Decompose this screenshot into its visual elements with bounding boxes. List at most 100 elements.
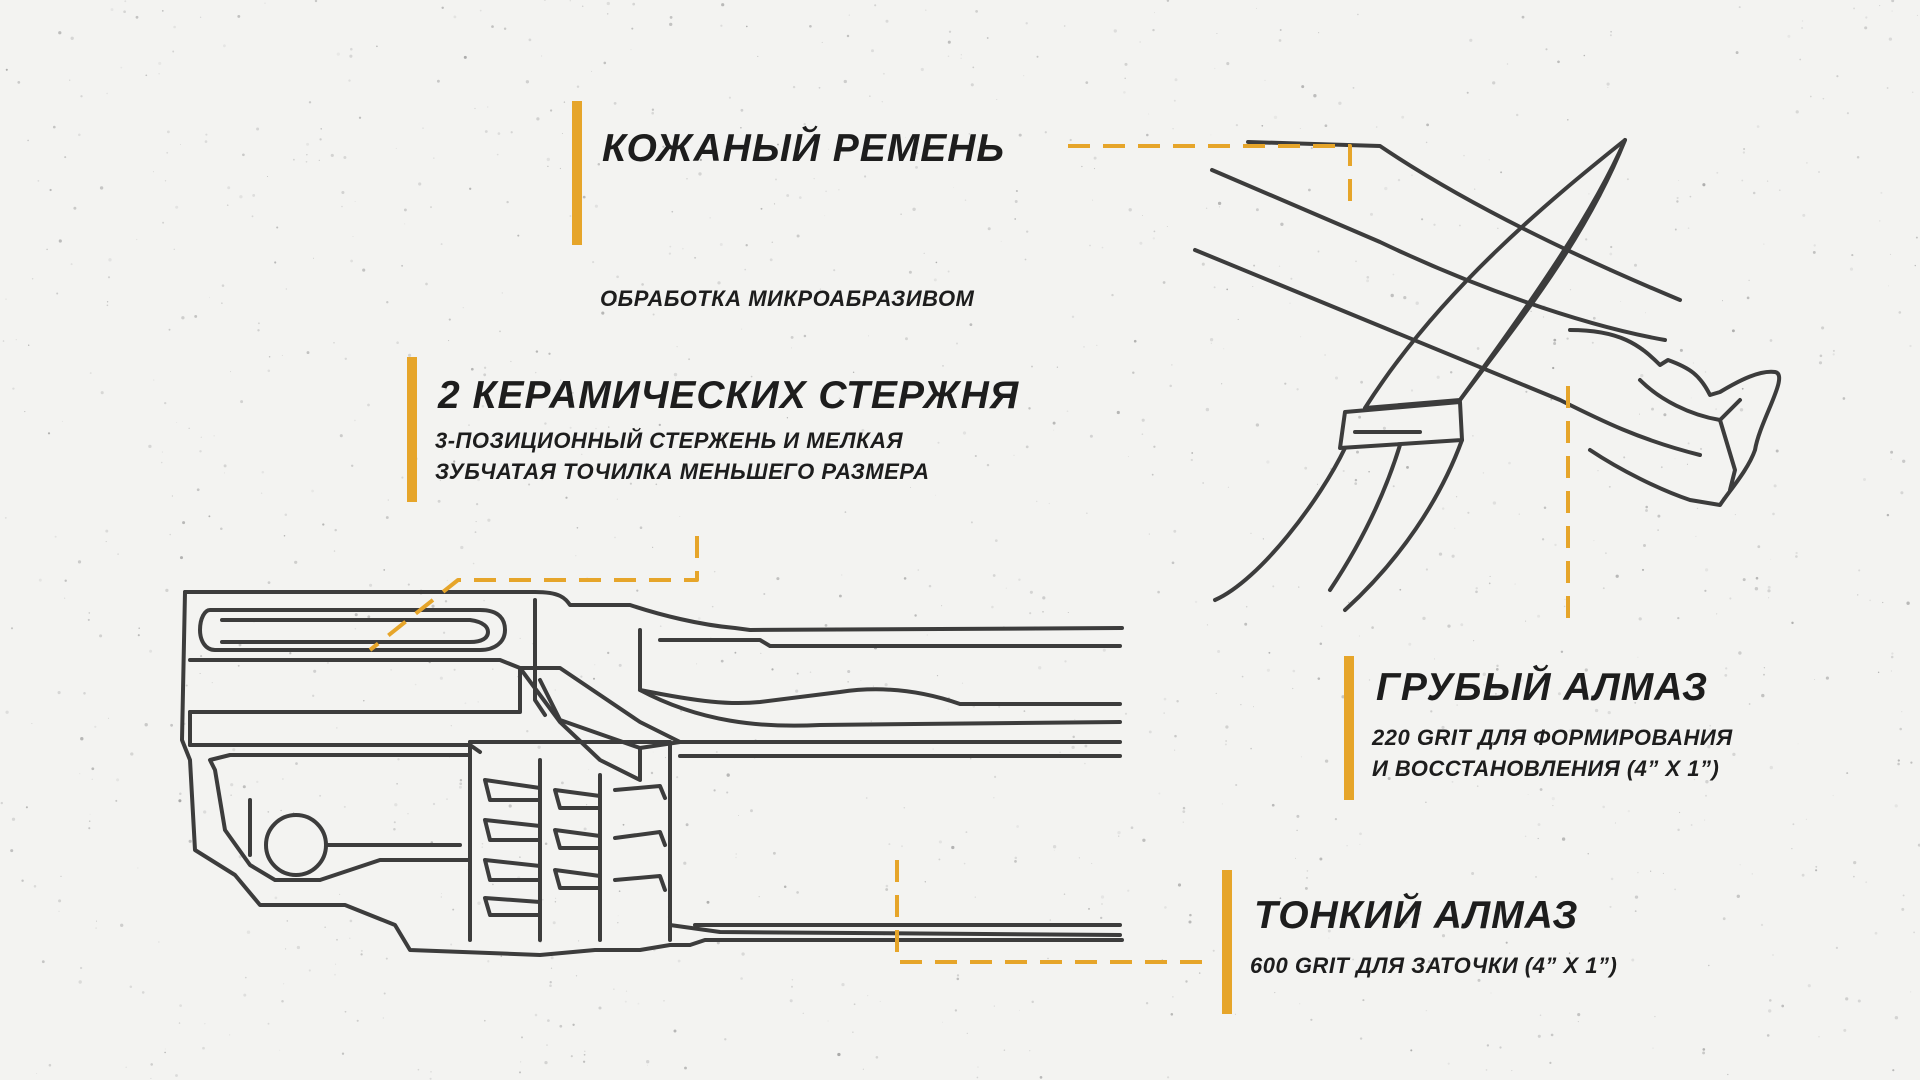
- speckle-dot: [528, 483, 531, 486]
- speckle-dot: [1133, 339, 1137, 343]
- speckle-dot: [969, 757, 972, 760]
- speckle-dot: [1802, 213, 1806, 217]
- speckle-dot: [73, 206, 77, 210]
- speckle-dot: [1218, 206, 1220, 208]
- speckle-dot: [721, 3, 725, 7]
- speckle-dot: [1708, 964, 1710, 967]
- speckle-dot: [1494, 692, 1497, 695]
- speckle-dot: [1245, 605, 1248, 608]
- speckle-dot: [617, 915, 619, 917]
- speckle-dot: [1172, 127, 1174, 130]
- speckle-dot: [1280, 222, 1284, 226]
- speckle-dot: [1185, 980, 1188, 983]
- speckle-dot: [1645, 505, 1648, 509]
- speckle-dot: [1064, 660, 1067, 663]
- speckle-dot: [637, 1002, 640, 1005]
- speckle-dot: [1500, 171, 1503, 174]
- speckle-dot: [185, 684, 188, 687]
- speckle-dot: [1359, 1037, 1363, 1040]
- speckle-dot: [1676, 200, 1679, 203]
- speckle-dot: [1191, 452, 1194, 454]
- speckle-dot: [1392, 485, 1395, 488]
- speckle-dot: [441, 448, 443, 450]
- speckle-dot: [993, 797, 995, 799]
- speckle-dot: [608, 426, 610, 428]
- speckle-dot: [341, 1052, 345, 1055]
- speckle-dot: [41, 960, 45, 964]
- speckle-dot: [356, 1019, 359, 1022]
- speckle-dot: [1014, 218, 1017, 220]
- speckle-dot: [833, 269, 836, 272]
- speckle-dot: [15, 339, 17, 341]
- speckle-dot: [105, 529, 109, 533]
- speckle-dot: [576, 527, 579, 529]
- speckle-dot: [968, 133, 971, 135]
- speckle-dot: [202, 1046, 205, 1050]
- speckle-dot: [1527, 793, 1529, 795]
- speckle-dot: [318, 159, 320, 162]
- speckle-dot: [306, 351, 310, 355]
- speckle-dot: [885, 19, 889, 23]
- speckle-dot: [175, 1074, 178, 1077]
- speckle-dot: [1334, 376, 1339, 380]
- speckle-dot: [828, 148, 830, 150]
- speckle-dot: [809, 671, 812, 673]
- speckle-dot: [1148, 533, 1150, 535]
- speckle-dot: [961, 682, 964, 684]
- speckle-dot: [226, 204, 229, 207]
- speckle-dot: [1637, 656, 1639, 658]
- speckle-dot: [1384, 186, 1388, 191]
- speckle-dot: [403, 208, 407, 212]
- speckle-dot: [525, 80, 530, 84]
- speckle-dot: [1289, 302, 1291, 304]
- speckle-dot: [652, 546, 654, 548]
- speckle-dot: [1735, 51, 1739, 55]
- speckle-dot: [721, 434, 724, 437]
- speckle-dot: [253, 622, 255, 623]
- speckle-dot: [1171, 364, 1173, 366]
- sharpener-lower-frame: [188, 743, 482, 754]
- speckle-dot: [856, 290, 860, 294]
- speckle-dot: [1772, 954, 1774, 956]
- speckle-dot: [725, 159, 728, 162]
- speckle-dot: [1608, 485, 1611, 488]
- speckle-dot: [1819, 354, 1823, 358]
- speckle-dot: [1475, 587, 1478, 590]
- callout-title: 2 КЕРАМИЧЕСКИХ СТЕРЖНЯ: [438, 374, 1020, 417]
- speckle-dot: [1298, 586, 1300, 588]
- speckle-dot: [1460, 623, 1464, 627]
- speckle-dot: [21, 879, 24, 882]
- speckle-dot: [1775, 449, 1779, 453]
- serrated-tooth: [483, 818, 542, 842]
- speckle-dot: [631, 27, 634, 30]
- speckle-dot: [734, 651, 737, 654]
- speckle-dot: [280, 809, 282, 812]
- speckle-dot: [1375, 126, 1378, 128]
- speckle-dot: [986, 37, 989, 39]
- speckle-dot: [1406, 465, 1409, 469]
- speckle-dot: [1716, 613, 1718, 615]
- speckle-dot: [152, 171, 154, 173]
- speckle-dot: [52, 125, 56, 129]
- speckle-dot: [581, 453, 583, 455]
- speckle-dot: [1304, 466, 1308, 470]
- speckle-dot: [510, 131, 513, 134]
- speckle-dot: [771, 241, 774, 244]
- speckle-dot: [1358, 415, 1362, 419]
- speckle-dot: [526, 730, 529, 733]
- speckle-dot: [393, 827, 396, 831]
- speckle-dot: [745, 244, 748, 247]
- speckle-dot: [956, 342, 958, 345]
- speckle-dot: [333, 342, 335, 344]
- speckle-dot: [1915, 236, 1918, 239]
- speckle-dot: [1366, 276, 1370, 279]
- speckle-dot: [230, 783, 234, 787]
- speckle-dot: [330, 153, 334, 157]
- speckle-dot: [711, 605, 714, 608]
- speckle-dot: [1769, 765, 1773, 770]
- knife-strop-illustration: [1193, 138, 1782, 612]
- speckle-dot: [1240, 704, 1242, 706]
- speckle-dot: [470, 367, 474, 371]
- speckle-dot: [1074, 718, 1076, 720]
- speckle-dot: [1127, 456, 1129, 458]
